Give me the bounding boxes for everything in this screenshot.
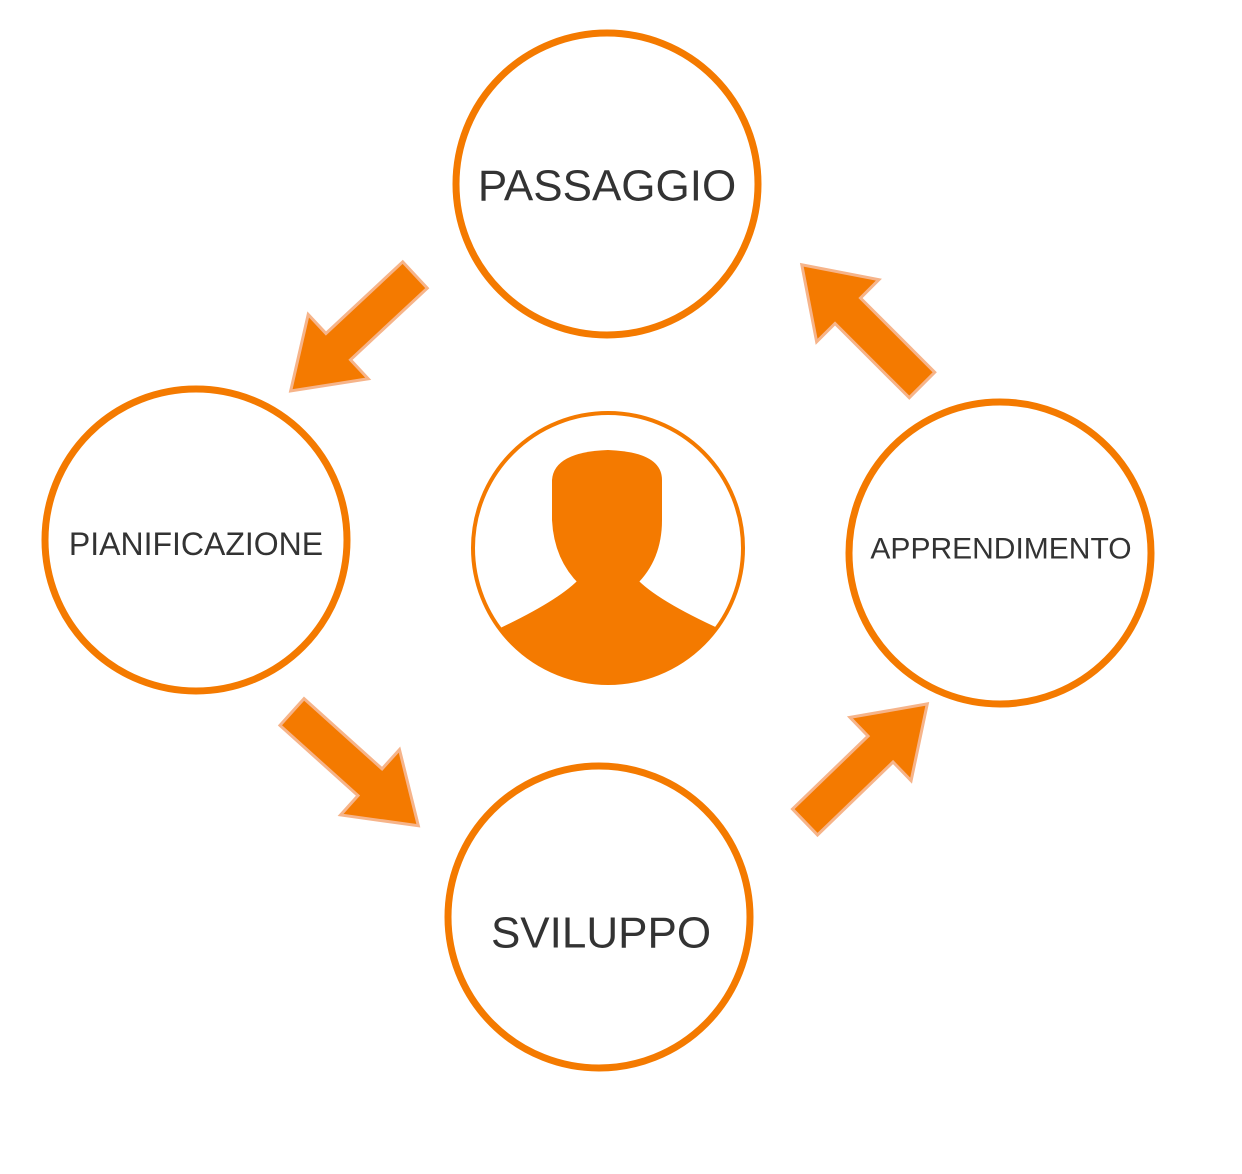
arrow-apprendimento-to-passaggio-icon [769,232,955,418]
stage-passaggio: PASSAGGIO [452,29,762,339]
stage-pianificazione-circle [41,385,351,695]
arrow-sviluppo-to-apprendimento-icon [772,670,960,856]
arrow-passaggio-to-pianificazione-icon [259,241,447,425]
stage-passaggio-label: PASSAGGIO [478,162,736,211]
stage-apprendimento-label: APPRENDIMENTO [870,533,1131,566]
stage-sviluppo-label: SVILUPPO [491,909,711,958]
center-user [471,411,745,685]
stage-pianificazione-label: PIANIFICAZIONE [69,526,323,562]
stage-passaggio-circle [452,29,762,339]
stage-sviluppo-circle [444,762,754,1072]
stage-apprendimento-circle [845,398,1155,708]
stage-pianificazione: PIANIFICAZIONE [41,385,351,695]
stage-apprendimento: APPRENDIMENTO [845,398,1155,708]
arrow-pianificazione-to-sviluppo-icon [261,677,450,860]
stage-sviluppo: SVILUPPO [444,762,754,1072]
